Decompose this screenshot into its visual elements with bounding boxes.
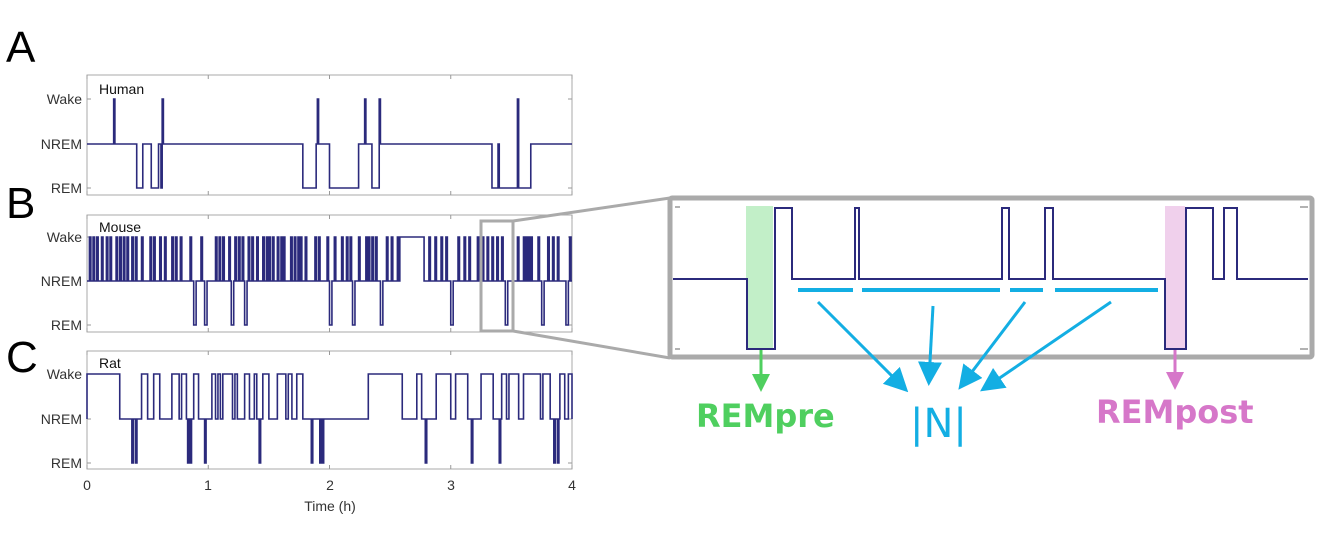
panel-rat: Wake NREM REM Rat 0 1 2 3 4 Time (h) [41, 350, 576, 514]
panel-mouse: Wake NREM REM Mouse [41, 214, 573, 333]
panel-letter-a: A [6, 23, 36, 72]
inset-frame [667, 195, 1315, 360]
n-arrow [958, 301, 1027, 390]
y-tick-rem: REM [51, 180, 82, 196]
y-tick-nrem: NREM [41, 273, 82, 289]
y-tick-wake: Wake [47, 366, 82, 382]
y-tick-wake: Wake [47, 229, 82, 245]
zoom-connector-top [512, 196, 671, 223]
n-arrow [816, 300, 909, 393]
panel-letter-c: C [6, 333, 38, 382]
x-tick-1: 1 [204, 477, 212, 493]
zoom-connector-bottom [512, 329, 671, 360]
x-tick-3: 3 [447, 477, 455, 493]
rem-post-label: REMpost [1096, 393, 1254, 431]
rem-pre-label: REMpre [696, 397, 835, 435]
n-count-label: |N| [910, 401, 967, 447]
hypnogram-mouse [87, 236, 572, 326]
rem-pre-highlight [746, 206, 773, 349]
species-label-human: Human [99, 81, 144, 97]
species-label-mouse: Mouse [99, 219, 141, 235]
y-tick-wake: Wake [47, 91, 82, 107]
n-arrow [917, 305, 942, 386]
x-tick-4: 4 [568, 477, 576, 493]
hypnogram-human [87, 98, 572, 189]
panel-human: Wake NREM REM Human [41, 74, 573, 196]
x-tick-0: 0 [83, 477, 91, 493]
panel-letter-b: B [6, 179, 35, 228]
x-tick-2: 2 [326, 477, 334, 493]
inset-hypnogram [673, 207, 1308, 350]
n-arrows [816, 300, 1112, 393]
zoom-region-box [479, 219, 515, 333]
y-tick-nrem: NREM [41, 411, 82, 427]
hypnogram-rat [86, 373, 573, 464]
inset-zoom: REMpre |N| REMpost [667, 195, 1315, 447]
y-tick-nrem: NREM [41, 136, 82, 152]
rem-post-highlight [1165, 206, 1185, 349]
n-arrow [980, 300, 1112, 392]
species-label-rat: Rat [99, 355, 121, 371]
y-tick-rem: REM [51, 455, 82, 471]
x-axis-label: Time (h) [304, 498, 356, 514]
y-tick-rem: REM [51, 317, 82, 333]
